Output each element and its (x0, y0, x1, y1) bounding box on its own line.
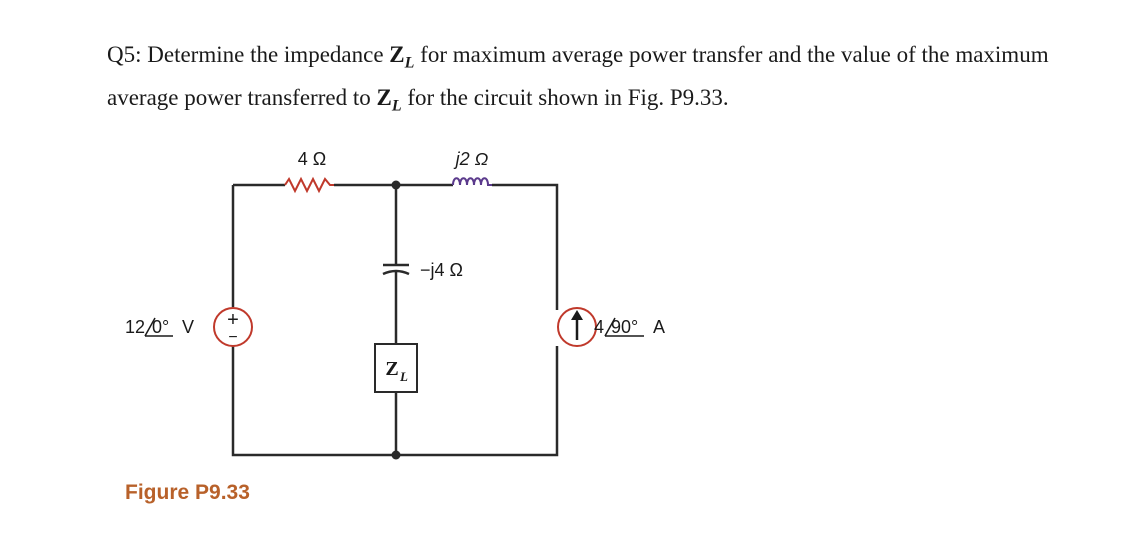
load-label-sub: L (399, 369, 408, 384)
capacitor-plate-bottom (382, 269, 410, 276)
current-arrow-head (571, 310, 583, 320)
question-part1: Q5: Determine the impedance (107, 42, 390, 67)
voltage-value: 12 (125, 317, 145, 337)
zl-sub-1: L (404, 54, 415, 72)
junction-top (391, 180, 401, 190)
zl-main-2: Z (376, 84, 392, 110)
junction-bottom (391, 450, 401, 460)
resistor-4ohm (284, 176, 334, 194)
voltage-source (213, 307, 253, 347)
zl-sub-2: L (391, 97, 402, 115)
question-part2: for maximum average power transfer and t… (107, 42, 1049, 110)
zl-symbol-2: ZL (376, 84, 401, 115)
resistor-label: 4 Ω (298, 149, 326, 169)
current-unit: A (653, 317, 665, 337)
voltage-minus-sign: − (228, 329, 237, 346)
zl-main-1: Z (389, 42, 405, 67)
load-label-main: Z (385, 358, 398, 380)
question-text: Q5: Determine the impedance ZL for maxim… (107, 38, 1107, 123)
current-angle: 90° (611, 317, 638, 337)
inductor-label: j2 Ω (453, 149, 489, 169)
circuit-wires (231, 183, 559, 457)
current-value: 4 (594, 317, 604, 337)
voltage-angle-symbol (144, 317, 156, 337)
figure-caption: Figure P9.33 (125, 481, 250, 504)
voltage-source-label: 12 0° V (125, 317, 194, 337)
voltage-plus-sign: + (227, 309, 239, 331)
question-part3: for the circuit shown in Fig. P9.33. (401, 84, 729, 110)
inductor-j2ohm (452, 177, 492, 186)
current-source-label: 4 90° A (594, 317, 665, 337)
capacitor-label: −j4 Ω (420, 260, 463, 280)
voltage-unit: V (182, 317, 194, 337)
voltage-angle: 0° (152, 317, 169, 337)
wire-top-right (492, 183, 559, 308)
load-box (374, 343, 418, 393)
current-angle-symbol (604, 317, 616, 337)
zl-symbol-1: ZL (389, 42, 414, 72)
